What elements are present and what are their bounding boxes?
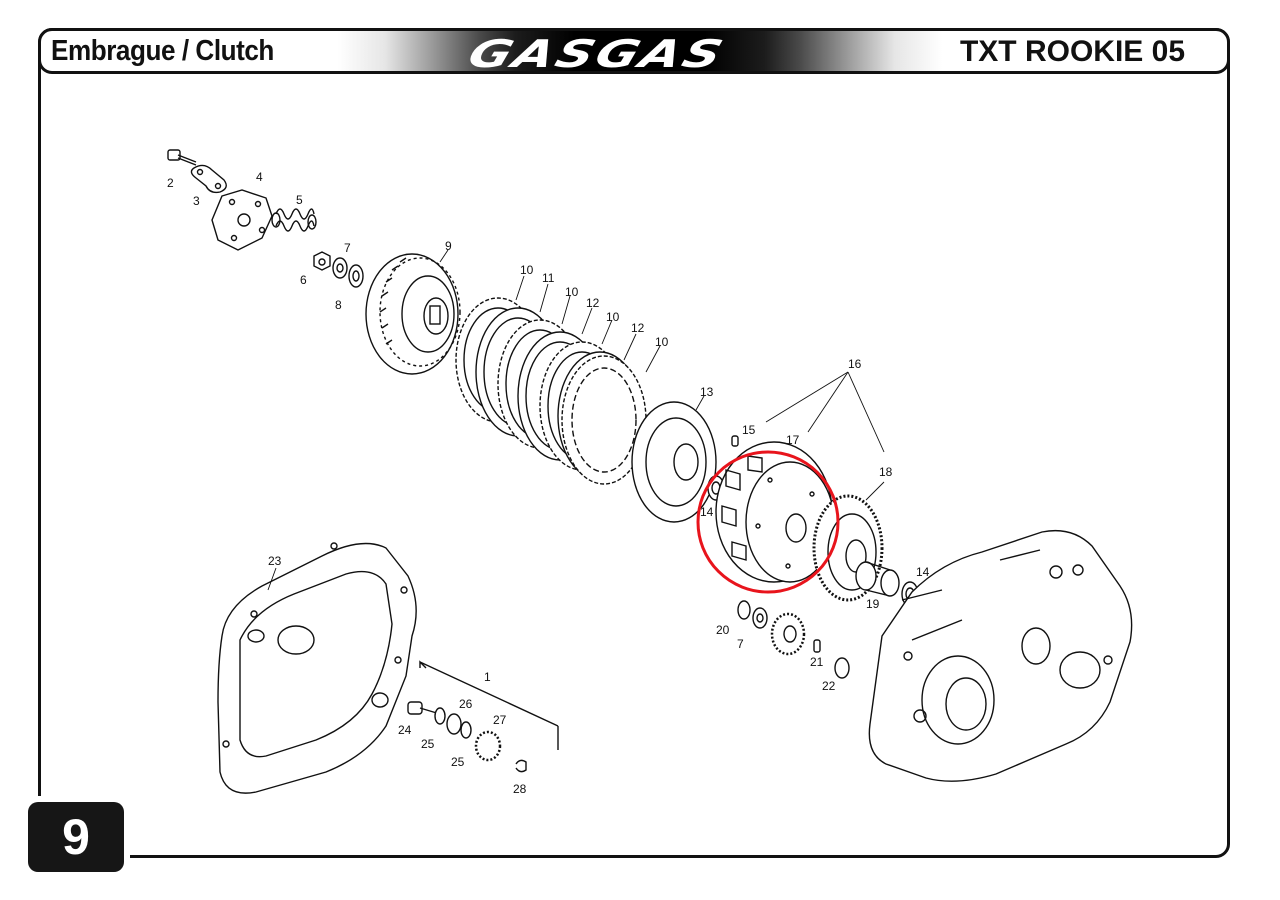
part-washer <box>332 257 348 279</box>
label-6: 6 <box>300 273 307 287</box>
label-24: 24 <box>398 723 412 737</box>
label-19: 19 <box>866 597 880 611</box>
label-17: 17 <box>786 433 800 447</box>
part-pressure-plate <box>365 253 461 375</box>
part-nut <box>313 251 331 271</box>
part-number-labels: 1 2 3 4 5 6 7 7 8 9 10 10 10 10 11 12 12… <box>167 170 930 796</box>
part-lock-plate <box>190 164 227 194</box>
label-23: 23 <box>268 554 282 568</box>
part-crankcase <box>868 529 1133 782</box>
label-1: 1 <box>484 670 491 684</box>
label-5: 5 <box>296 193 303 207</box>
part-bolt <box>167 149 197 166</box>
label-2: 2 <box>167 176 174 190</box>
part-lower-small-parts <box>737 600 850 679</box>
label-10d: 10 <box>655 335 669 349</box>
label-27: 27 <box>493 713 507 727</box>
label-15: 15 <box>742 423 756 437</box>
label-10c: 10 <box>606 310 620 324</box>
label-14a: 14 <box>700 505 714 519</box>
part-clutch-plates <box>455 297 647 485</box>
label-4: 4 <box>256 170 263 184</box>
label-12b: 12 <box>631 321 645 335</box>
label-14b: 14 <box>916 565 930 579</box>
label-11: 11 <box>542 271 555 285</box>
part-bushing <box>855 561 900 597</box>
label-3: 3 <box>193 194 200 208</box>
label-7a: 7 <box>344 241 351 255</box>
part-clutch-spring <box>271 208 317 232</box>
label-22: 22 <box>822 679 836 693</box>
part-lock-washer <box>348 264 364 288</box>
label-8: 8 <box>335 298 342 312</box>
label-12a: 12 <box>586 296 600 310</box>
label-18: 18 <box>879 465 893 479</box>
highlight-circle-clutch-basket <box>696 450 840 594</box>
label-10b: 10 <box>565 285 579 299</box>
label-25b: 25 <box>451 755 465 769</box>
part-clutch-cover <box>217 542 417 794</box>
part-thrust-plate <box>631 401 717 523</box>
part-pin <box>731 435 739 447</box>
model-title: TXT ROOKIE 05 <box>959 35 1185 68</box>
page-number: 9 <box>28 802 124 872</box>
part-kickstart-assembly <box>407 660 559 773</box>
leader-lines <box>267 249 885 591</box>
header-bar: Embrague / Clutch GASGAS TXT ROOKIE 05 <box>38 28 1230 74</box>
label-28: 28 <box>513 782 527 796</box>
part-clutch-basket <box>715 441 835 583</box>
label-13: 13 <box>700 385 714 399</box>
label-25a: 25 <box>421 737 435 751</box>
label-20: 20 <box>716 623 730 637</box>
section-title: Embrague / Clutch <box>51 35 274 67</box>
label-9: 9 <box>445 239 452 253</box>
label-26: 26 <box>459 697 473 711</box>
label-21: 21 <box>810 655 824 669</box>
label-10a: 10 <box>520 263 534 277</box>
label-16: 16 <box>848 357 862 371</box>
label-7b: 7 <box>737 637 744 651</box>
part-spring-plate <box>211 189 273 251</box>
